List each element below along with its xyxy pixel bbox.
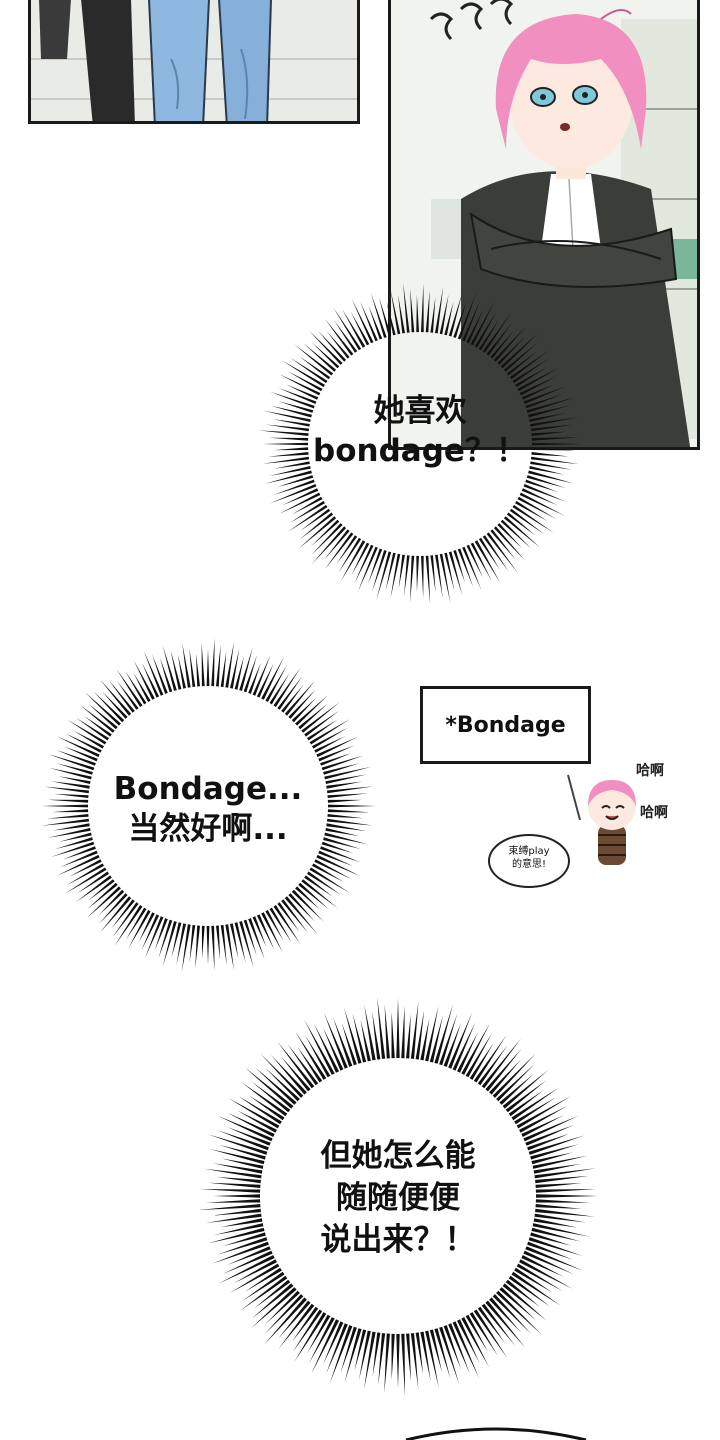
burst-rays — [258, 282, 582, 605]
chibi-speech-bubble: 束缚play 的意思! — [488, 834, 570, 888]
woman-illustration — [391, 0, 697, 447]
burst-1-line-1: 她喜欢 — [373, 393, 467, 429]
partial-bubble-bottom — [405, 1427, 587, 1440]
footnote-text: *Bondage — [445, 712, 566, 738]
thought-burst-1 — [258, 282, 582, 605]
burst-3-line-2: 随随便便 — [336, 1179, 460, 1216]
chibi-bubble-line-1: 束缚play — [508, 846, 550, 857]
burst-1-text: 她喜欢 bondage？！ — [300, 392, 540, 471]
footnote-box: *Bondage — [420, 686, 591, 764]
burst-3-text: 但她怎么能 随随便便 说出来？！ — [278, 1136, 518, 1262]
character-panel — [388, 0, 700, 450]
chibi-bubble-line-2: 的意思! — [511, 858, 546, 870]
burst-3-line-1: 但她怎么能 — [320, 1138, 476, 1174]
legs-illustration — [31, 0, 357, 121]
top-left-panel — [28, 0, 360, 124]
burst-3-line-3: 说出来？！ — [320, 1221, 476, 1258]
burst-2-line-1: Bondage... — [113, 771, 303, 807]
burst-2-text: Bondage... 当然好啊... — [78, 770, 338, 849]
chibi-sfx-1: 哈啊 — [636, 763, 664, 779]
chibi-character — [567, 774, 636, 865]
chibi-sfx-2: 哈啊 — [640, 805, 668, 821]
burst-1-line-2: bondage？！ — [313, 432, 527, 469]
burst-2-line-2: 当然好啊... — [128, 810, 288, 847]
